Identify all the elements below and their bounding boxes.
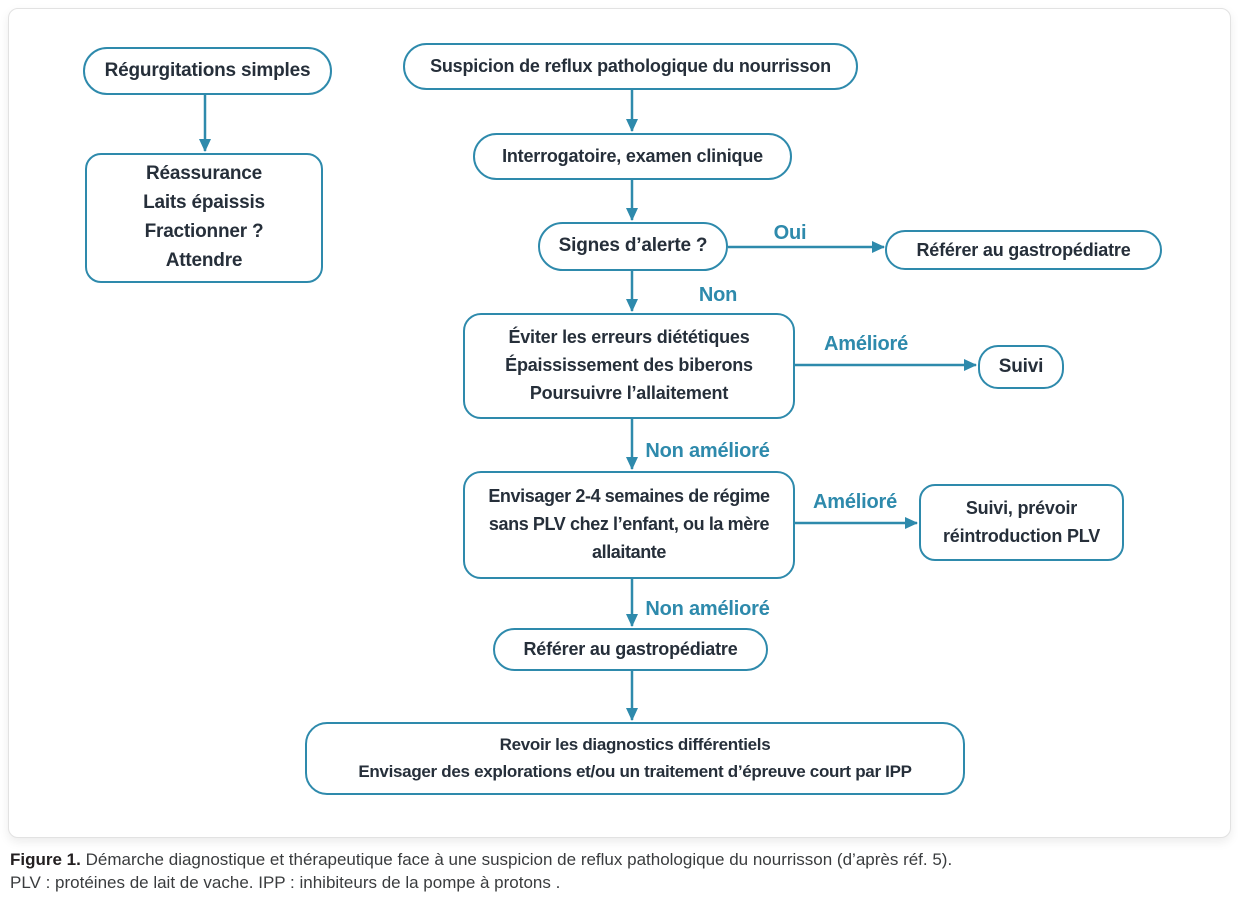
node-line: Envisager des explorations et/ou un trai…	[358, 761, 912, 781]
node-reassurance: Réassurance Laits épaissis Fractionner ?…	[85, 153, 323, 283]
node-label: Suivi	[998, 355, 1044, 377]
edge-label-ameliore-2: Amélioré	[813, 491, 897, 513]
node-line: Réassurance	[145, 163, 263, 185]
edge-label-non-ameliore-1: Non amélioré	[645, 440, 770, 462]
figure-caption: Figure 1. Démarche diagnostique et théra…	[10, 848, 1220, 894]
node-envisager-regime: Envisager 2-4 semaines de régime sans PL…	[463, 471, 795, 579]
edge-label-non: Non	[698, 284, 738, 306]
node-line: allaitante	[591, 541, 667, 562]
node-referer-gastropediatre-2: Référer au gastropédiatre	[493, 628, 768, 671]
node-interrogatoire: Interrogatoire, examen clinique	[473, 133, 792, 180]
node-revoir-diagnostics: Revoir les diagnostics différentiels Env…	[305, 722, 965, 795]
node-line: Épaississement des biberons	[505, 355, 753, 376]
node-signes-alerte: Signes d’alerte ?	[538, 222, 728, 271]
node-label: Référer au gastropédiatre	[916, 239, 1131, 260]
node-regurgitations-simples: Régurgitations simples	[83, 47, 332, 95]
node-eviter-erreurs: Éviter les erreurs diététiques Épaississ…	[463, 313, 795, 419]
caption-line-1: Figure 1. Démarche diagnostique et théra…	[10, 848, 1220, 871]
caption-text: Démarche diagnostique et thérapeutique f…	[85, 850, 953, 869]
node-line: Revoir les diagnostics différentiels	[499, 735, 771, 755]
node-label: Suspicion de reflux pathologique du nour…	[430, 56, 831, 76]
node-line: Attendre	[165, 249, 243, 271]
node-line: Laits épaissis	[143, 192, 265, 214]
node-suspicion-reflux: Suspicion de reflux pathologique du nour…	[403, 43, 858, 90]
node-label: Signes d’alerte ?	[558, 235, 708, 257]
caption-note: PLV : protéines de lait de vache. IPP : …	[10, 873, 561, 892]
node-line: Suivi, prévoir	[965, 497, 1078, 518]
node-referer-gastropediatre-1: Référer au gastropédiatre	[885, 230, 1162, 270]
edge-label-ameliore-1: Amélioré	[824, 333, 908, 355]
node-suivi-reintroduction: Suivi, prévoir réintroduction PLV	[919, 484, 1124, 561]
node-line: Poursuivre l’allaitement	[529, 382, 729, 403]
node-label: Interrogatoire, examen clinique	[502, 146, 763, 166]
edge-label-non-ameliore-2: Non amélioré	[645, 598, 770, 620]
node-line: réintroduction PLV	[942, 525, 1101, 546]
node-line: sans PLV chez l’enfant, ou la mère	[488, 514, 770, 535]
node-suivi: Suivi	[978, 345, 1064, 389]
node-line: Fractionner ?	[144, 221, 264, 242]
node-line: Éviter les erreurs diététiques	[508, 327, 750, 348]
node-label: Référer au gastropédiatre	[523, 639, 738, 659]
caption-line-2: PLV : protéines de lait de vache. IPP : …	[10, 871, 1220, 894]
node-line: Envisager 2-4 semaines de régime	[488, 486, 770, 507]
node-label: Régurgitations simples	[104, 59, 311, 81]
edge-label-oui: Oui	[773, 222, 807, 244]
caption-figure-label: Figure 1.	[10, 850, 81, 869]
